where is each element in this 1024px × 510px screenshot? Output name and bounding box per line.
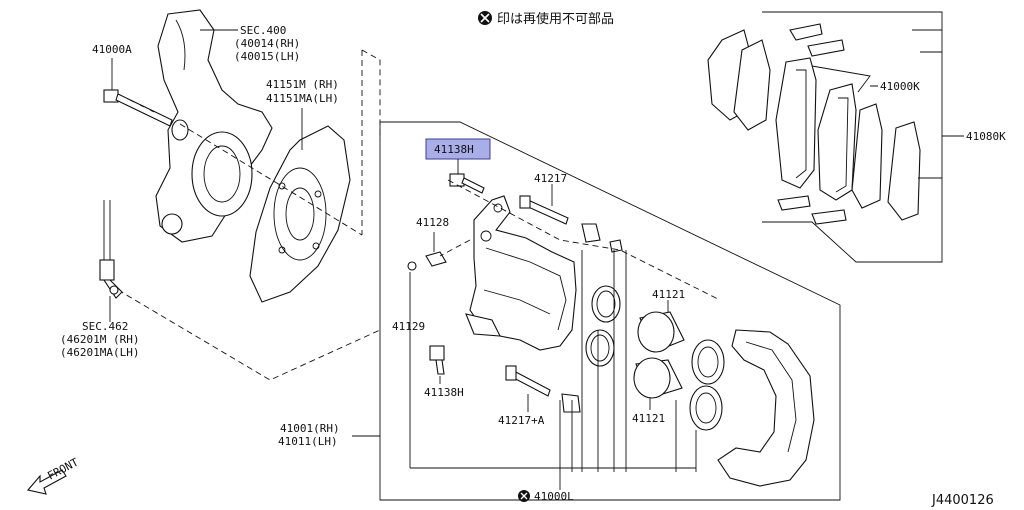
label-41000A: 41000A (92, 43, 132, 56)
bolt-41138H-bottom (429, 345, 445, 375)
caliper-body (465, 195, 577, 351)
label-41001-rh: 41001(RH) (280, 422, 340, 435)
figure-code: J4400126 (931, 493, 994, 508)
label-41121-bottom: 41121 (632, 412, 665, 425)
steering-knuckle (155, 9, 273, 243)
caliper-bracket (717, 329, 815, 487)
non-reusable-note: 印は再使用不可部品 (478, 11, 614, 27)
pad-clips-bottom (777, 195, 847, 225)
brake-pad-outer (775, 57, 817, 189)
front-label: FRONT (45, 455, 81, 482)
piston-boots (689, 339, 725, 431)
piston-41121-bottom (633, 357, 683, 399)
label-41217A: 41217+A (498, 414, 545, 427)
label-41121-top: 41121 (652, 288, 685, 301)
bleeder-41128 (407, 251, 447, 271)
label-sec462-lh: (46201MA(LH) (60, 346, 139, 359)
pad-clips-top (789, 23, 845, 57)
non-reusable-41000L: 41000L (518, 490, 574, 503)
label-sec400-lh: (40015(LH) (234, 50, 300, 63)
label-41000K: 41000K (880, 80, 920, 93)
pad-kit-frame (762, 11, 943, 263)
non-reusable-note-text: 印は再使用不可部品 (497, 11, 614, 27)
label-41129: 41129 (392, 320, 425, 333)
label-41138H-bottom: 41138H (424, 386, 464, 399)
label-41138H-top: 41138H (434, 143, 474, 156)
guide-pin-41217A (505, 365, 581, 413)
front-arrow: FRONT (26, 455, 81, 495)
label-sec462: SEC.462 (82, 320, 128, 333)
pin-boot-top (581, 223, 623, 253)
label-41151M-lh: 41151MA(LH) (266, 92, 339, 105)
brake-pad-inner (817, 83, 857, 201)
piston-41121-top (637, 311, 685, 353)
label-41217: 41217 (534, 172, 567, 185)
bolt-41000A (103, 89, 173, 127)
caliper-assembly-frame (379, 121, 841, 501)
label-41128: 41128 (416, 216, 449, 229)
shims-left (707, 29, 771, 131)
guide-pin-41217 (519, 195, 569, 225)
label-41000L: 41000L (534, 490, 574, 503)
shims-right (851, 103, 921, 221)
brake-hose (99, 200, 123, 299)
label-41080K: 41080K (966, 130, 1006, 143)
label-41151M-rh: 41151M (RH) (266, 78, 339, 91)
piston-seals (585, 285, 621, 367)
label-41011-lh: 41011(LH) (278, 435, 338, 448)
dust-shield (249, 125, 351, 303)
bolt-41138H-top (449, 173, 485, 194)
label-sec462-rh: (46201M (RH) (60, 333, 139, 346)
label-sec400: SEC.400 (240, 24, 286, 37)
label-sec400-rh: (40014(RH) (234, 37, 300, 50)
